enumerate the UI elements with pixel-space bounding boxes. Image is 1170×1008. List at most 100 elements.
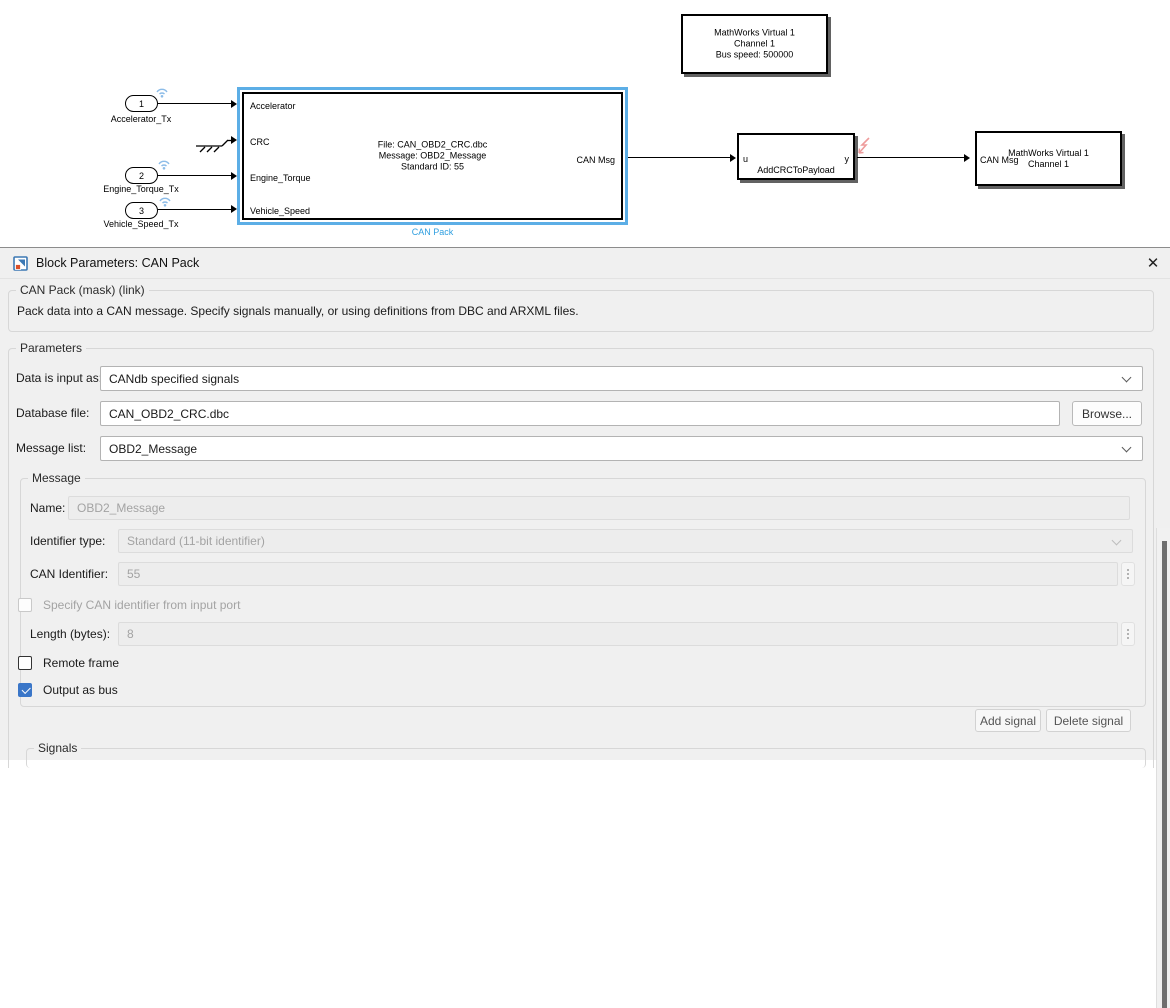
can-configuration-text: MathWorks Virtual 1 Channel 1 Bus speed:… xyxy=(683,28,826,61)
close-icon[interactable]: ✕ xyxy=(1146,255,1160,272)
config-line3: Bus speed: 500000 xyxy=(715,49,794,60)
can-pack-port-vehicle-speed: Vehicle_Speed xyxy=(250,206,311,216)
mask-groupbox: CAN Pack (mask) (link) Pack data into a … xyxy=(8,283,1154,332)
chevron-down-icon xyxy=(1121,442,1132,453)
parameters-group-title: Parameters xyxy=(16,341,87,355)
message-group-title: Message xyxy=(28,471,85,485)
identifier-type-label: Identifier type: xyxy=(30,534,106,548)
identifier-type-select: Standard (11-bit identifier) xyxy=(118,529,1133,553)
inport-vehicle-speed-label: Vehicle_Speed_Tx xyxy=(103,219,179,229)
wire-arrowhead xyxy=(730,154,736,162)
length-bytes-field: 8 xyxy=(118,622,1118,646)
mask-description: Pack data into a CAN message. Specify si… xyxy=(17,304,579,318)
crc-block-name: AddCRCToPayload xyxy=(757,165,835,175)
inport-number: 2 xyxy=(138,170,144,181)
identifier-type-value: Standard (11-bit identifier) xyxy=(127,534,265,548)
wire-arrowhead xyxy=(964,154,970,162)
inport-accelerator[interactable]: 1 xyxy=(125,95,158,112)
can-pack-port-crc: CRC xyxy=(250,137,270,147)
delete-signal-button[interactable]: Delete signal xyxy=(1046,709,1131,732)
can-pack-block[interactable]: Accelerator CRC Engine_Torque Vehicle_Sp… xyxy=(237,87,628,225)
can-pack-block-name[interactable]: CAN Pack xyxy=(411,227,454,237)
can-configuration-block[interactable]: MathWorks Virtual 1 Channel 1 Bus speed:… xyxy=(681,14,828,74)
mask-group-title: CAN Pack (mask) (link) xyxy=(16,283,149,297)
signal-wire[interactable] xyxy=(158,103,232,105)
signals-group-title: Signals xyxy=(34,741,82,755)
transmit-line1: MathWorks Virtual 1 xyxy=(1008,147,1089,158)
output-as-bus-checkbox[interactable] xyxy=(18,683,32,697)
inport-number: 1 xyxy=(138,98,144,109)
inport-vehicle-speed[interactable]: 3 xyxy=(125,202,158,219)
length-bytes-edit-icon xyxy=(1121,622,1135,646)
signal-logging-icon[interactable] xyxy=(155,86,169,98)
remote-frame-checkbox[interactable] xyxy=(18,656,32,670)
chevron-down-icon xyxy=(1121,372,1132,383)
wire-arrowhead xyxy=(231,100,237,108)
config-line1: MathWorks Virtual 1 xyxy=(714,27,795,38)
can-transmit-block[interactable]: MathWorks Virtual 1 Channel 1 CAN Msg xyxy=(975,131,1122,186)
inport-engine-torque[interactable]: 2 xyxy=(125,167,158,184)
data-is-input-as-label: Data is input as: xyxy=(16,371,103,385)
config-line2: Channel 1 xyxy=(733,38,776,49)
can-pack-output-port: CAN Msg xyxy=(576,155,615,165)
can-pack-port-engine-torque: Engine_Torque xyxy=(250,173,311,183)
data-is-input-as-select[interactable]: CANdb specified signals xyxy=(100,366,1143,391)
dialog-title: Block Parameters: CAN Pack xyxy=(36,256,200,270)
signal-streaming-icon[interactable] xyxy=(857,137,872,156)
can-identifier-field: 55 xyxy=(118,562,1118,586)
block-parameters-dialog: Block Parameters: CAN Pack ✕ CAN Pack (m… xyxy=(0,247,1170,1008)
ground-symbol[interactable] xyxy=(194,134,232,156)
dialog-scrollbar[interactable] xyxy=(1156,528,1170,1008)
can-pack-body: Accelerator CRC Engine_Torque Vehicle_Sp… xyxy=(242,92,623,220)
message-name-label: Name: xyxy=(30,501,66,515)
signal-wire[interactable] xyxy=(158,209,232,211)
wire-arrowhead xyxy=(231,136,237,144)
can-identifier-value: 55 xyxy=(127,567,141,581)
dialog-titlebar: Block Parameters: CAN Pack ✕ xyxy=(0,248,1170,279)
signal-wire[interactable] xyxy=(158,175,232,177)
message-list-label: Message list: xyxy=(16,441,87,455)
browse-button-label: Browse... xyxy=(1081,406,1132,421)
chevron-down-icon xyxy=(1111,535,1122,546)
length-bytes-label: Length (bytes): xyxy=(30,627,111,641)
add-crc-to-payload-block[interactable]: u y AddCRCToPayload xyxy=(737,133,855,180)
can-pack-file-line: File: CAN_OBD2_CRC.dbc xyxy=(377,139,488,150)
crc-block-input-port: u xyxy=(743,154,749,164)
message-name-value: OBD2_Message xyxy=(77,501,166,515)
message-name-field: OBD2_Message xyxy=(68,496,1130,520)
signal-logging-icon[interactable] xyxy=(157,158,171,170)
can-pack-id-line: Standard ID: 55 xyxy=(400,161,465,172)
can-pack-description: File: CAN_OBD2_CRC.dbc Message: OBD2_Mes… xyxy=(244,140,621,173)
specify-can-id-checkbox xyxy=(18,598,32,612)
inport-accelerator-label: Accelerator_Tx xyxy=(110,114,172,124)
can-identifier-label: CAN Identifier: xyxy=(30,567,109,581)
parameters-groupbox: Parameters xyxy=(8,341,1154,768)
wire-arrowhead xyxy=(231,205,237,213)
message-list-select[interactable]: OBD2_Message xyxy=(100,436,1143,461)
add-signal-button[interactable]: Add signal xyxy=(975,709,1041,732)
simulink-canvas: MathWorks Virtual 1 Channel 1 Bus speed:… xyxy=(0,0,1170,247)
transmit-input-port: CAN Msg xyxy=(980,155,1019,165)
wire-arrowhead xyxy=(231,172,237,180)
can-identifier-edit-icon xyxy=(1121,562,1135,586)
signal-wire[interactable] xyxy=(628,157,731,159)
signal-wire[interactable] xyxy=(857,157,965,159)
crc-block-output-port: y xyxy=(844,154,850,164)
inport-engine-torque-label: Engine_Torque_Tx xyxy=(103,184,179,194)
message-groupbox: Message xyxy=(20,471,1146,707)
can-pack-port-accelerator: Accelerator xyxy=(250,101,296,111)
browse-button[interactable]: Browse... xyxy=(1072,401,1142,426)
message-list-value: OBD2_Message xyxy=(109,441,198,456)
transmit-line2: Channel 1 xyxy=(1027,158,1070,169)
scrollbar-thumb[interactable] xyxy=(1162,541,1167,1008)
database-file-input[interactable]: CAN_OBD2_CRC.dbc xyxy=(100,401,1060,426)
signals-groupbox: Signals xyxy=(26,741,1146,768)
delete-signal-label: Delete signal xyxy=(1053,713,1124,728)
database-file-value: CAN_OBD2_CRC.dbc xyxy=(109,406,230,421)
database-file-label: Database file: xyxy=(16,406,90,420)
can-transmit-text: MathWorks Virtual 1 Channel 1 xyxy=(977,148,1120,170)
add-signal-label: Add signal xyxy=(979,713,1037,728)
signal-logging-icon[interactable] xyxy=(158,195,172,207)
inport-number: 3 xyxy=(138,205,144,216)
data-is-input-as-value: CANdb specified signals xyxy=(109,371,240,386)
